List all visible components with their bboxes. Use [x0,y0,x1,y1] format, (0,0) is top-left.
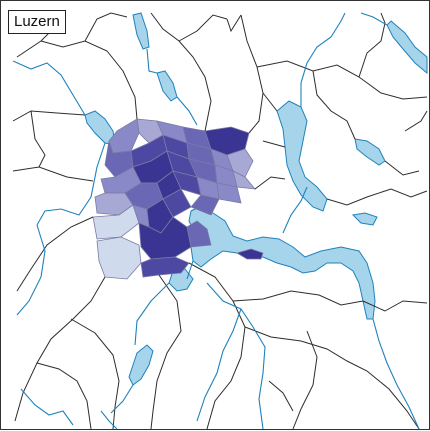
border [384,160,420,176]
river [372,318,420,430]
border [84,12,128,42]
border [16,216,94,292]
lake-zug [276,100,328,212]
border [244,326,420,430]
river [110,384,134,414]
border [150,274,182,430]
border [262,92,278,112]
river [12,60,86,116]
border [254,176,286,190]
river [134,282,170,346]
lakes-layer [84,12,428,386]
lake-small-east [351,212,378,226]
river [206,282,266,430]
border [232,290,364,306]
river [360,12,388,26]
river [282,186,308,234]
border [178,14,228,42]
lake-sarnen [128,344,154,386]
border [292,330,318,430]
river [16,224,46,316]
map-title: Luzern [8,10,66,34]
river [186,260,194,280]
border [256,60,428,100]
border [188,262,246,430]
border [70,318,120,430]
border [268,380,294,412]
region [96,236,142,280]
border [358,12,386,78]
region [186,220,212,248]
border [14,276,106,422]
lake-lauerz [354,138,386,166]
river [20,388,74,426]
lake-lucerne [188,205,376,320]
river [176,96,198,126]
choropleth-layer [92,118,264,280]
border [36,362,92,430]
river [36,142,106,226]
border [226,14,242,33]
river [196,308,242,422]
region [236,248,264,260]
region [216,182,242,204]
border [240,14,264,134]
border [362,300,428,312]
lake-hallwil [132,12,150,50]
region [190,194,220,216]
lake-zurich [386,20,428,75]
border [326,188,428,206]
rivers-layer [12,12,420,430]
border [12,110,86,122]
region [140,256,190,278]
border [40,40,138,120]
border [150,12,212,132]
border [404,110,428,132]
region [226,148,254,178]
river [100,410,118,430]
border [312,70,356,140]
borders-layer [12,12,428,430]
river [300,12,346,107]
lake-baldegg [156,70,178,102]
border [262,140,286,148]
border [30,110,46,168]
border [12,166,94,182]
region [108,118,140,154]
river [146,48,158,74]
